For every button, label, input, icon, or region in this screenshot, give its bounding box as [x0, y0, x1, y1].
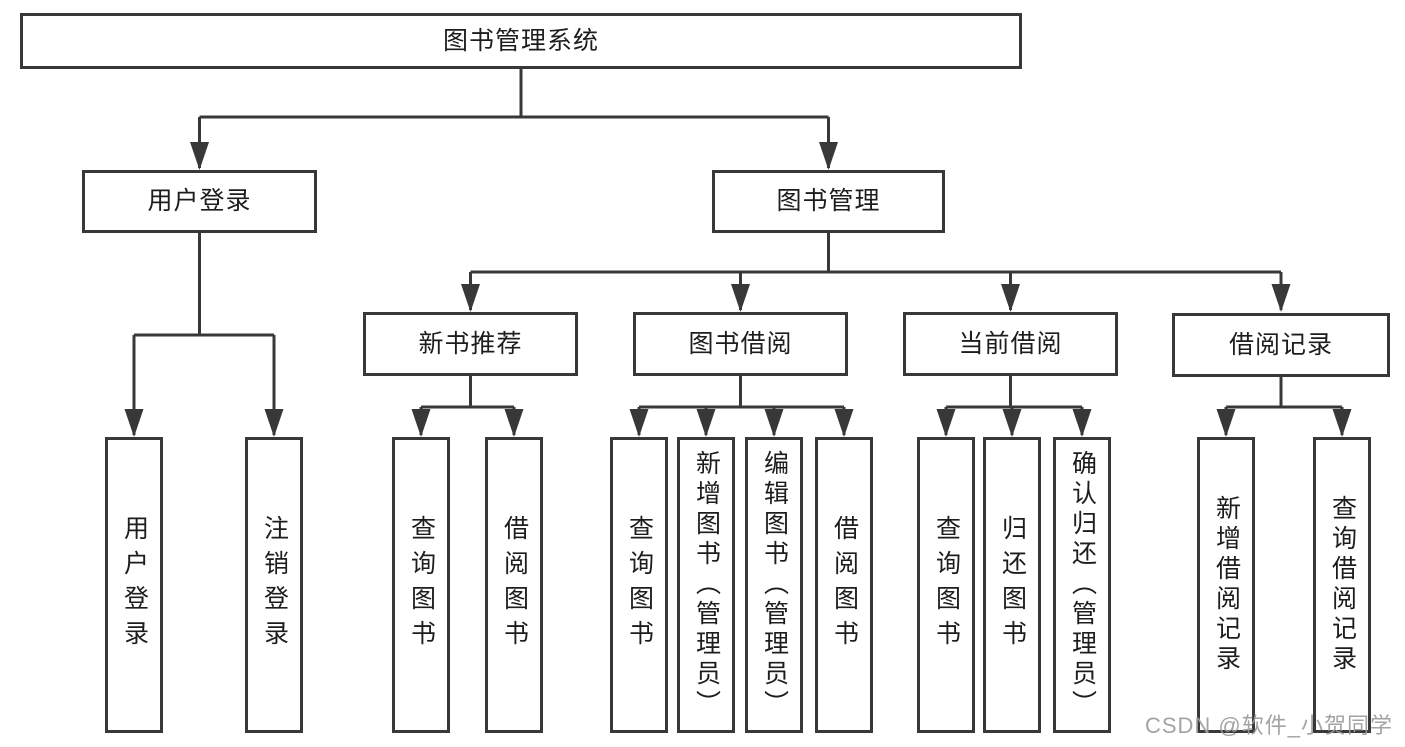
arrowhead — [264, 409, 284, 437]
arrowhead — [190, 142, 209, 170]
arrowhead — [936, 409, 956, 437]
arrowhead — [1072, 409, 1092, 437]
csdn-watermark: CSDN @软件_小贺同学 — [1144, 713, 1393, 738]
arrowhead — [411, 409, 431, 437]
arrowhead — [504, 409, 524, 437]
arrowhead — [124, 409, 144, 437]
arrowhead — [764, 409, 784, 437]
node-leaf-query-books-borrow: 查询图书 — [610, 437, 668, 733]
arrowhead — [696, 409, 716, 437]
connector-new-book-rec-children — [411, 376, 524, 437]
arrowhead — [731, 284, 750, 312]
connector-user-login-children — [124, 233, 284, 437]
node-leaf-borrow-books: 借阅图书 — [815, 437, 873, 733]
arrowhead — [819, 142, 838, 170]
arrowhead — [1332, 409, 1352, 437]
connector-book-mgmt-to-level3 — [461, 233, 1291, 312]
node-leaf-return-books: 归还图书 — [983, 437, 1041, 733]
arrowhead — [1216, 409, 1236, 437]
node-borrow-records: 借阅记录 — [1172, 313, 1390, 377]
connector-current-borrow-children — [936, 376, 1092, 437]
node-leaf-add-borrow-record: 新增借阅记录 — [1197, 437, 1255, 733]
connector-book-borrow-children — [629, 376, 854, 437]
node-leaf-query-borrow-record: 查询借阅记录 — [1313, 437, 1371, 733]
arrowhead — [1001, 284, 1020, 312]
arrowhead — [629, 409, 649, 437]
node-leaf-edit-books-admin: 编辑图书（管理员） — [745, 437, 803, 733]
node-leaf-add-books-admin: 新增图书（管理员） — [677, 437, 735, 733]
node-current-borrowing: 当前借阅 — [903, 312, 1118, 376]
node-leaf-query-books-rec: 查询图书 — [392, 437, 450, 733]
connector-root-to-level2 — [190, 68, 838, 170]
node-leaf-query-books-current: 查询图书 — [917, 437, 975, 733]
node-user-login: 用户登录 — [82, 170, 317, 233]
arrowhead — [461, 284, 480, 312]
node-book-management: 图书管理 — [712, 170, 945, 233]
connector-borrow-records-children — [1216, 376, 1352, 437]
arrowhead — [1271, 284, 1291, 312]
node-leaf-logout: 注销登录 — [245, 437, 303, 733]
arrowhead — [834, 409, 854, 437]
node-leaf-borrow-books-rec: 借阅图书 — [485, 437, 543, 733]
node-leaf-confirm-return-admin: 确认归还（管理员） — [1053, 437, 1111, 733]
node-book-borrowing: 图书借阅 — [633, 312, 848, 376]
arrowhead — [1002, 409, 1022, 437]
node-root-library-system: 图书管理系统 — [20, 13, 1022, 69]
node-leaf-user-login: 用户登录 — [105, 437, 163, 733]
node-new-book-recommend: 新书推荐 — [363, 312, 578, 376]
